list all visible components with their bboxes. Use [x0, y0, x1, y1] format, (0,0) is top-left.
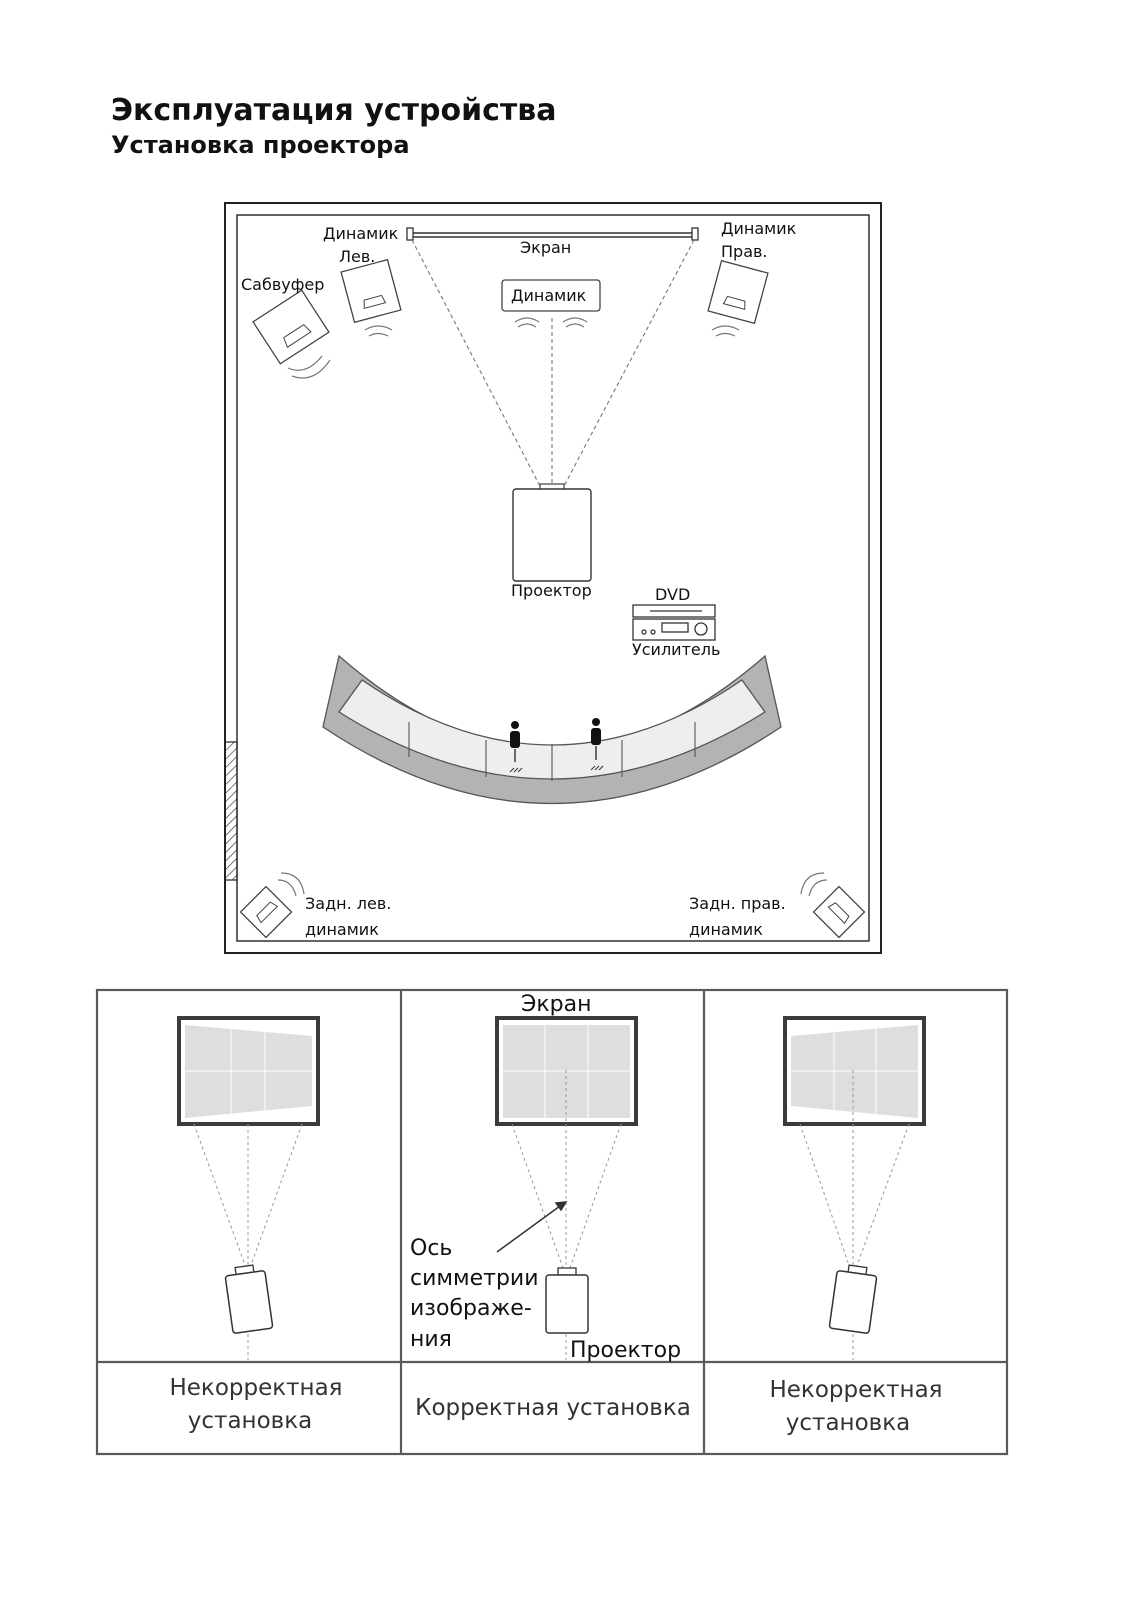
- page-title: Эксплуатация устройства: [111, 93, 557, 128]
- dvd-amplifier-icon: [632, 604, 716, 641]
- sound-waves-icon: [711, 325, 740, 337]
- dvd-label: DVD: [655, 585, 690, 604]
- projector-icon: [512, 483, 592, 582]
- rear-right-speaker-icon: [812, 885, 866, 939]
- axis-label: симметрии: [410, 1266, 539, 1291]
- viewer-icon: [591, 718, 601, 760]
- axis-label: Ось: [410, 1236, 452, 1261]
- projection-lines: [193, 1123, 303, 1360]
- page-subtitle: Установка проектора: [111, 131, 410, 159]
- projector-label: Проектор: [570, 1338, 681, 1363]
- sofa-icon: [322, 654, 782, 805]
- center-speaker-icon: [501, 279, 601, 312]
- rear-right-speaker-label: динамик: [689, 920, 763, 939]
- screen-icon: [783, 1016, 926, 1126]
- speaker-right-label: Прав.: [721, 242, 768, 261]
- center-speaker-label: Динамик: [511, 286, 587, 305]
- arrow-icon: [496, 1201, 568, 1253]
- caption-correct: Корректная установка: [415, 1395, 691, 1421]
- left-speaker-icon: [340, 258, 402, 324]
- subwoofer-icon: [252, 289, 330, 365]
- sound-waves-icon: [364, 325, 393, 337]
- projector-icon: [224, 1264, 274, 1334]
- sound-waves-icon: [287, 355, 331, 379]
- sound-waves-icon: [514, 317, 588, 328]
- projection-lines: [411, 239, 695, 489]
- subwoofer-label: Сабвуфер: [241, 275, 324, 294]
- rear-left-speaker-icon: [239, 885, 293, 939]
- caption-incorrect-right: Некорректная: [769, 1377, 942, 1403]
- projector-icon: [828, 1264, 878, 1334]
- table-grid: [95, 988, 1009, 1456]
- speaker-left-label: Динамик: [323, 224, 399, 243]
- room-inner-wall: [236, 214, 870, 942]
- caption-incorrect-left: Некорректная: [169, 1375, 342, 1401]
- screen-icon: [406, 227, 699, 241]
- speaker-left-label: Лев.: [339, 247, 375, 266]
- rear-left-speaker-label: Задн. лев.: [305, 894, 391, 913]
- door-icon: [224, 741, 238, 881]
- axis-label: ния: [410, 1327, 452, 1352]
- viewer-feet-icon: [509, 765, 604, 773]
- screen-label: Экран: [521, 992, 591, 1017]
- screen-icon: [177, 1016, 320, 1126]
- sound-waves-icon: [800, 872, 828, 897]
- right-speaker-icon: [707, 259, 769, 325]
- room-outer-wall: [224, 202, 882, 954]
- sound-waves-icon: [277, 872, 305, 897]
- axis-label: изображе-: [410, 1296, 532, 1321]
- caption-incorrect-right: установка: [786, 1410, 910, 1436]
- caption-incorrect-left: установка: [188, 1408, 312, 1434]
- viewer-icon: [510, 721, 520, 762]
- rear-right-speaker-label: Задн. прав.: [689, 894, 786, 913]
- projector-label: Проектор: [511, 581, 592, 600]
- rear-left-speaker-label: динамик: [305, 920, 379, 939]
- projector-icon: [545, 1267, 589, 1334]
- screen-label: Экран: [520, 238, 571, 257]
- amplifier-label: Усилитель: [632, 640, 720, 659]
- speaker-right-label: Динамик: [721, 219, 797, 238]
